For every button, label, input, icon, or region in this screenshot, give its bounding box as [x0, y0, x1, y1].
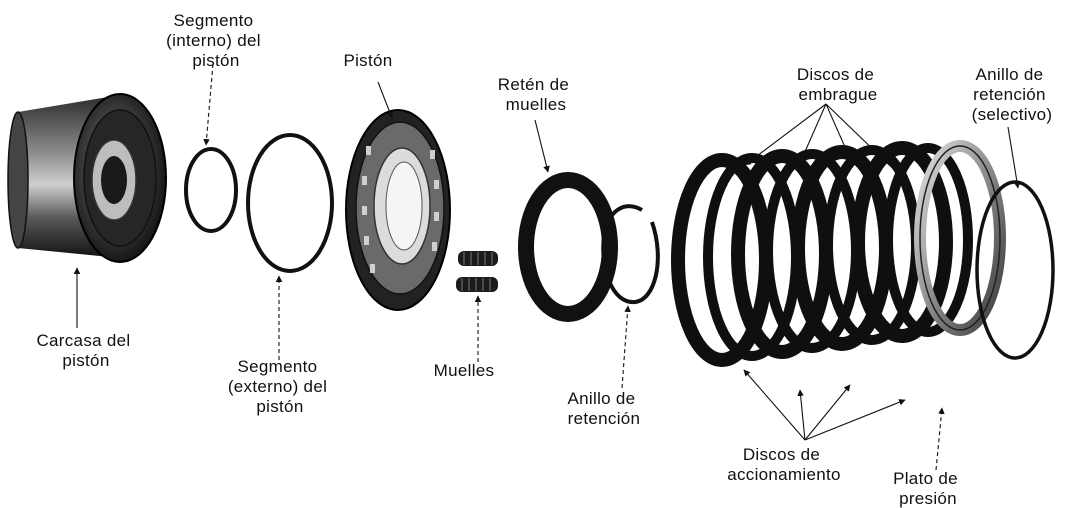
label-line: Muelles: [434, 361, 495, 380]
label-line: Pistón: [343, 51, 392, 70]
springs: [456, 251, 498, 292]
label-line: Segmento: [238, 357, 318, 376]
label-line: muelles: [506, 95, 567, 114]
label-line: (externo) del: [228, 377, 327, 396]
label-anillo-retencion: Anillo de retención: [568, 389, 641, 428]
label-line: (interno) del: [166, 31, 261, 50]
piston-housing: [8, 94, 166, 262]
label-segmento-externo: Segmento (externo) del pistón: [228, 357, 332, 416]
label-line: pistón: [62, 351, 109, 370]
label-line: Plato de: [893, 469, 958, 488]
label-anillo-selectivo: Anillo de retención (selectivo): [972, 65, 1053, 124]
label-line: Discos de: [743, 445, 820, 464]
spring-retainer: [526, 180, 610, 314]
inner-piston-seal: [186, 149, 236, 231]
label-line: accionamiento: [727, 465, 841, 484]
label-line: pistón: [192, 51, 239, 70]
label-line: pistón: [256, 397, 303, 416]
label-line: retención: [973, 85, 1046, 104]
label-reten-muelles: Retén de muelles: [498, 75, 574, 114]
label-segmento-interno: Segmento (interno) del pistón: [166, 11, 266, 70]
label-line: Retén de: [498, 75, 569, 94]
label-muelles: Muelles: [434, 361, 495, 380]
label-discos-accionamiento: Discos de accionamiento: [727, 445, 841, 484]
label-line: Anillo de: [568, 389, 636, 408]
label-line: (selectivo): [972, 105, 1053, 124]
label-line: Discos de: [797, 65, 874, 84]
label-piston: Pistón: [343, 51, 392, 70]
label-line: Carcasa del: [36, 331, 130, 350]
label-line: presión: [899, 489, 957, 508]
label-line: retención: [568, 409, 641, 428]
leader-lines: [77, 64, 1018, 470]
label-line: Anillo de: [976, 65, 1044, 84]
label-discos-embrague: Discos de embrague: [797, 65, 879, 104]
outer-piston-seal: [248, 135, 332, 271]
label-plato-presion: Plato de presión: [893, 469, 963, 508]
piston: [346, 110, 450, 310]
label-carcasa: Carcasa del pistón: [36, 331, 135, 370]
selective-snap-ring: [977, 182, 1053, 358]
label-line: embrague: [799, 85, 878, 104]
label-line: Segmento: [174, 11, 254, 30]
